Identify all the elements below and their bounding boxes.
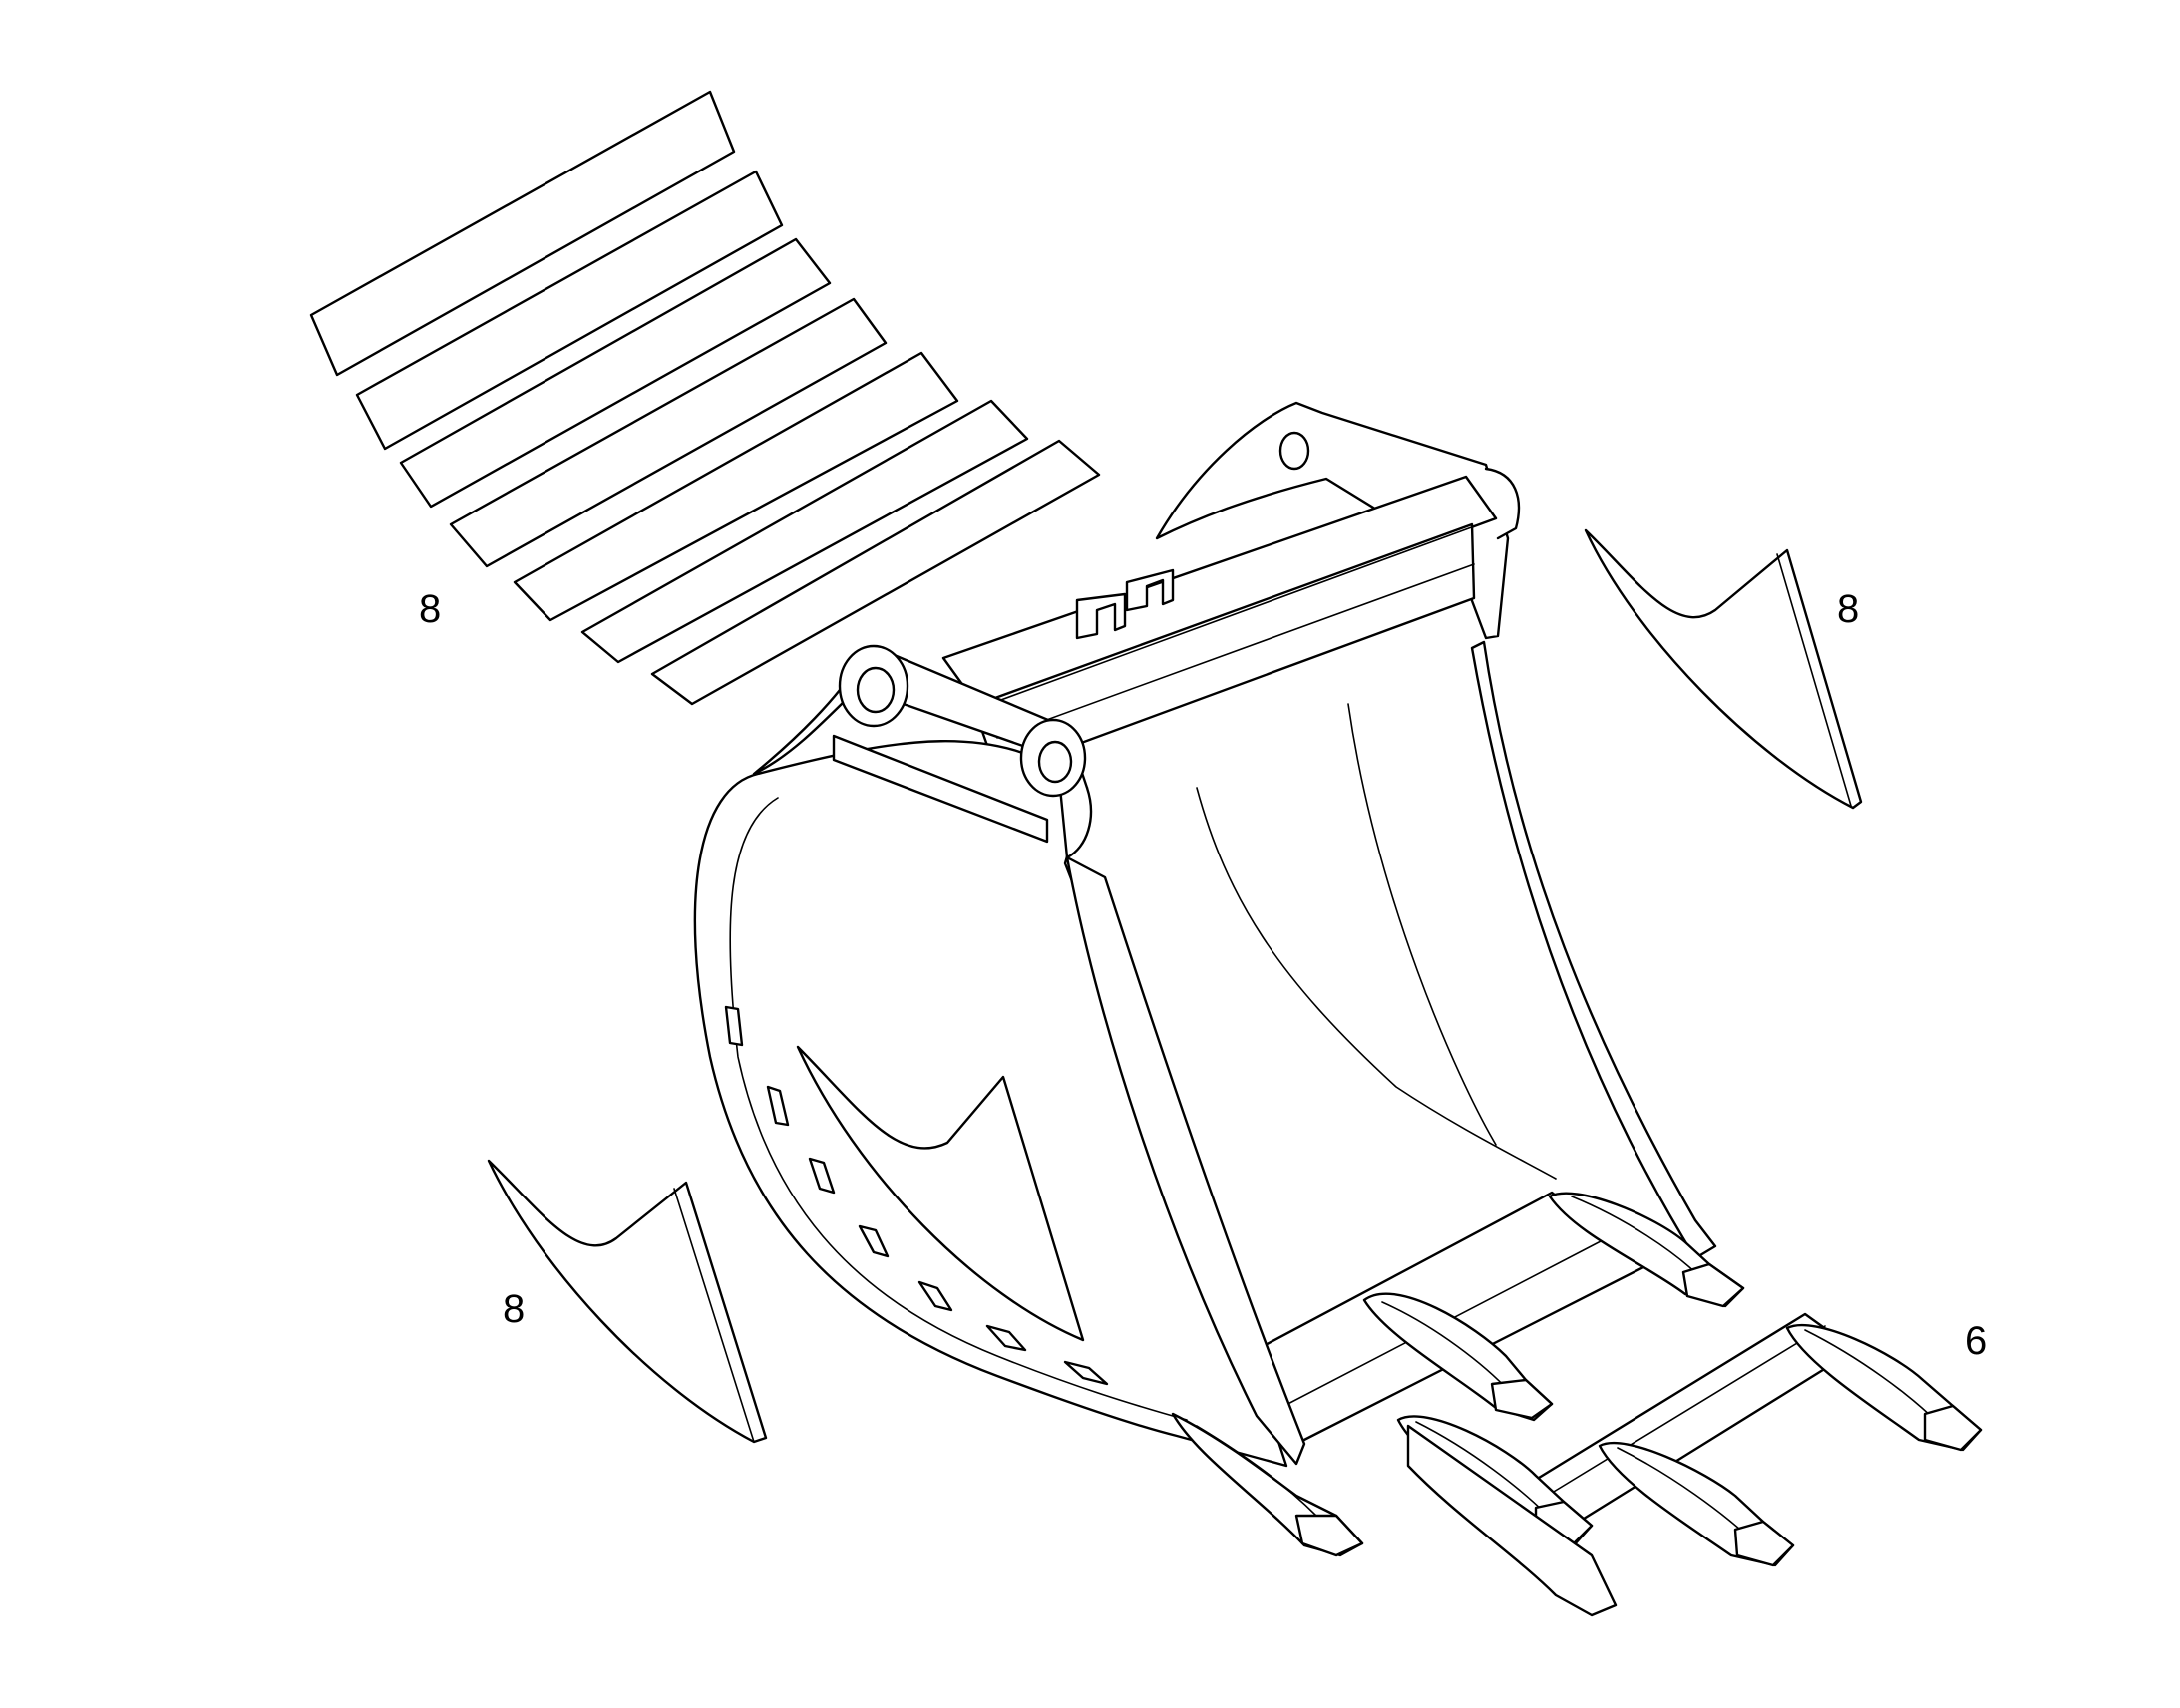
wear-strip [513, 351, 959, 622]
wear-strip [399, 237, 832, 509]
wear-strip [309, 90, 736, 377]
wear-strip [650, 439, 1101, 706]
cross-tube [941, 475, 1498, 776]
wear-strips-group [309, 90, 1101, 706]
bar-tooth [1785, 1323, 1983, 1452]
bar-tooth [1598, 1441, 1795, 1567]
wear-strip [580, 399, 1029, 664]
callout-side-plate-right: 8 [1837, 587, 1859, 631]
wear-strip [449, 297, 888, 568]
pin-hole [1278, 431, 1310, 471]
bucket-ear-left [752, 646, 1093, 859]
side-plate-left [487, 1159, 768, 1444]
callout-wear-strips: 8 [419, 587, 441, 631]
bucket-tooth [1548, 1192, 1745, 1308]
callout-tooth-bar: 6 [1965, 1319, 1987, 1363]
bucket-shell-front [1065, 855, 1306, 1466]
wear-strip [355, 170, 784, 451]
tooth-bar [1396, 1312, 1983, 1617]
bucket-bracket [1075, 568, 1175, 640]
side-plate-right [1584, 528, 1863, 810]
bucket-body [693, 401, 1717, 1468]
bar-tooth [1406, 1424, 1618, 1617]
bucket-ear-right [1155, 401, 1510, 640]
bucket-side-cutters [724, 1005, 1109, 1386]
bucket-tooth [1362, 1292, 1554, 1422]
bucket-tooth [1171, 1412, 1364, 1557]
callout-side-plate-left: 8 [503, 1287, 525, 1331]
mounted-teeth [1171, 1192, 1745, 1557]
